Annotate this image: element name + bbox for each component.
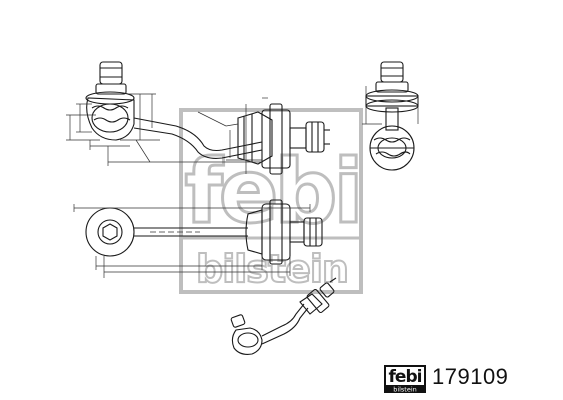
- side-view-dimensions: [66, 93, 268, 174]
- top-view-dimensions: [73, 204, 311, 278]
- watermark-logo: febi bilstein: [179, 108, 365, 294]
- watermark-febi: febi: [184, 140, 359, 243]
- small-logo-febi: febi: [389, 367, 422, 387]
- end-view: [365, 61, 419, 171]
- isometric-view: [230, 277, 337, 355]
- top-view: [85, 199, 323, 265]
- end-view-dimensions: [362, 86, 419, 125]
- brand-logo-small: febi bilstein: [384, 365, 426, 394]
- side-view: [85, 61, 330, 175]
- part-number: 179109: [432, 364, 509, 389]
- small-logo-bilstein: bilstein: [393, 386, 417, 394]
